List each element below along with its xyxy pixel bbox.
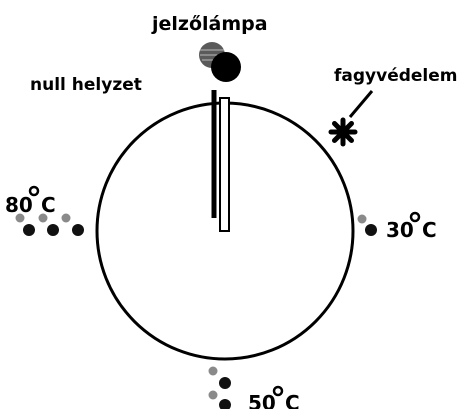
svg-text:30: 30 <box>386 218 414 242</box>
temp-50-label: 50 C <box>248 385 300 409</box>
svg-text:50: 50 <box>248 391 276 409</box>
snowflake-icon <box>328 117 358 147</box>
svg-text:80: 80 <box>5 193 33 217</box>
svg-text:C: C <box>422 218 437 242</box>
dial-pointer <box>219 97 230 232</box>
frost-protection-label: fagyvédelem <box>334 66 458 86</box>
temp-30-label: 30 C <box>386 211 437 242</box>
indicator-lamp-icon <box>199 42 241 82</box>
null-position-label: null helyzet <box>30 75 142 95</box>
temp-50-marks <box>208 366 231 409</box>
temp-80-label: 80 C <box>5 185 56 217</box>
temp-80-marks <box>15 213 84 236</box>
frost-protection-pointer <box>348 90 374 118</box>
svg-text:C: C <box>285 391 300 409</box>
svg-text:C: C <box>41 193 56 217</box>
indicator-lamp-label: jelzőlámpa <box>151 13 268 35</box>
temp-30-marks <box>357 214 377 236</box>
